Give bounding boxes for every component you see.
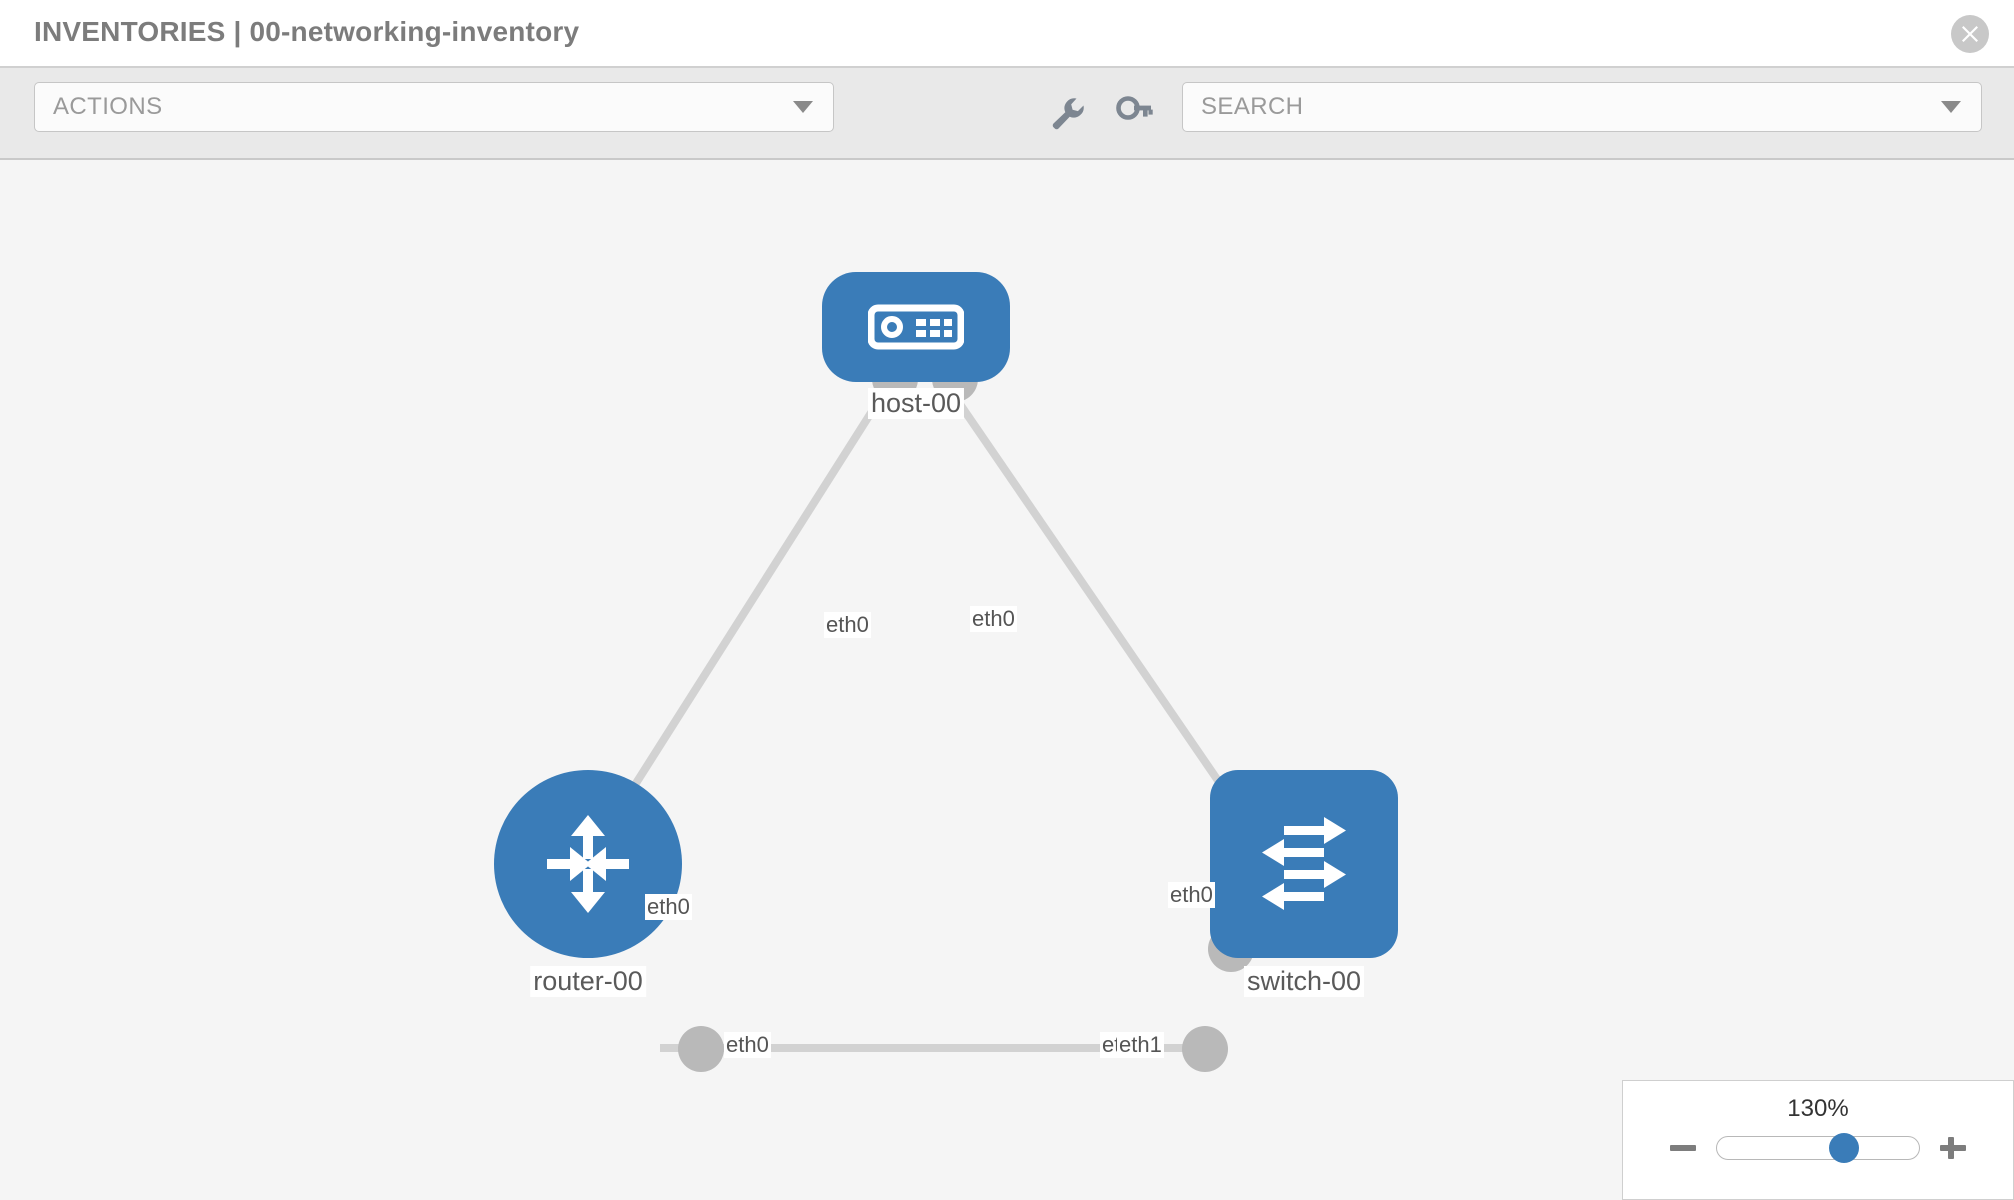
edge-label-host-left: eth0 (824, 612, 871, 638)
zoom-slider-thumb[interactable] (1829, 1133, 1860, 1163)
wrench-icon[interactable] (1046, 92, 1086, 132)
zoom-level-value: 130% (1787, 1095, 1849, 1122)
minus-icon (1670, 1145, 1696, 1151)
chevron-down-icon (1941, 101, 1961, 113)
node-switch-00: switch-00 (1210, 770, 1398, 997)
port-switch-left[interactable] (1182, 1026, 1228, 1072)
actions-dropdown[interactable]: ACTIONS (34, 82, 834, 132)
node-host-00-label: host-00 (867, 388, 965, 419)
node-router-00-shape[interactable] (494, 770, 682, 958)
switch-arrows-icon (1262, 817, 1346, 910)
edge-label-router-horiz: eth0 (724, 1032, 771, 1058)
server-icon (868, 304, 964, 350)
port-router-right[interactable] (678, 1026, 724, 1072)
topology-canvas[interactable]: host-00 (0, 160, 2014, 1200)
node-host-00: host-00 (822, 272, 1010, 419)
page-title: INVENTORIES | 00-networking-inventory (34, 16, 580, 47)
close-icon[interactable] (1951, 15, 1989, 53)
topology-graph: host-00 (0, 160, 2014, 1200)
actions-dropdown-label: ACTIONS (53, 93, 163, 120)
zoom-out-button[interactable] (1668, 1133, 1698, 1163)
search-dropdown[interactable]: SEARCH (1182, 82, 1982, 132)
edge-host-switch (936, 372, 1249, 823)
plus-icon-v (1948, 1137, 1954, 1159)
key-icon[interactable] (1114, 92, 1154, 132)
chevron-down-icon (793, 101, 813, 113)
edge-label-switch-horiz-b: eth1 (1117, 1032, 1164, 1058)
node-switch-00-label: switch-00 (1243, 966, 1365, 997)
search-input[interactable]: SEARCH (1201, 93, 1304, 120)
zoom-panel: 130% (1622, 1080, 2014, 1200)
node-router-00-label: router-00 (530, 966, 646, 997)
router-arrows-icon (547, 815, 629, 913)
edge-label-switch-diag: eth0 (1168, 882, 1215, 908)
zoom-slider[interactable] (1716, 1133, 1920, 1163)
zoom-controls (1623, 1133, 2013, 1163)
edge-label-host-right: eth0 (970, 606, 1017, 632)
node-switch-00-shape[interactable] (1210, 770, 1398, 958)
node-host-00-shape[interactable] (822, 272, 1010, 382)
edge-host-router (596, 372, 899, 843)
edge-label-router-diag: eth0 (645, 894, 692, 920)
node-router-00: router-00 (494, 770, 682, 997)
page-header: INVENTORIES | 00-networking-inventory (0, 0, 2014, 68)
zoom-in-button[interactable] (1938, 1133, 1968, 1163)
